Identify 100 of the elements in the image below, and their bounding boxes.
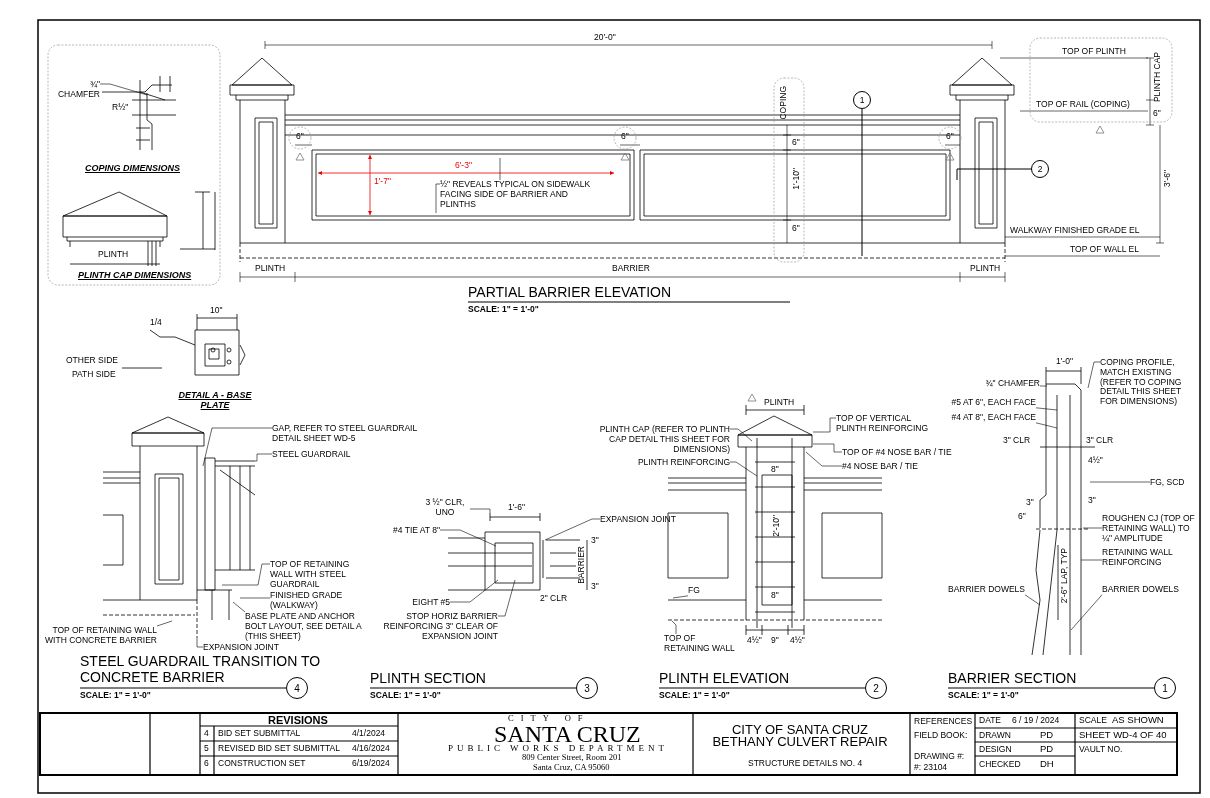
leader-line [544,518,601,541]
field-label: REFERENCES [914,717,973,727]
coping-profile-drawing [101,75,177,151]
address-text: 809 Center Street, Room 201 [522,753,622,763]
revision-date: 4/16/2024 [352,744,390,754]
leader-line [1035,422,1058,429]
side-label: PATH SIDE [72,370,116,380]
callout-text: #4 NOSE BAR / TIE [842,462,942,472]
leader-line [156,620,173,627]
leader-line [1070,594,1103,631]
callout-text: PLINTH CAP (REFER TO PLINTH CAP DETAIL THIS SHEET FOR DIMENSIONS) [585,425,730,455]
detail-number-circle: 2 [865,677,887,699]
leader-line [672,595,689,599]
level-label: TOP OF PLINTH [1062,47,1126,57]
section-cut-line [956,168,1032,181]
callout-text: BASE PLATE AND ANCHOR BOLT LAYOUT, SEE DETAIL A (THIS SHEET) [245,612,365,642]
field-value: PD [1040,744,1054,755]
dimension-text: 3'-6" [1163,170,1173,187]
dimension-text: 6" [621,132,629,142]
field-value: DH [1040,759,1054,770]
callout-text: ¾" CHAMFER [50,80,100,100]
scale-note: SCALE: 1" = 1'-0" [468,305,539,315]
dimension-text: 6" [296,132,304,142]
callout-text: TOP OF RETAINING WALL [664,634,740,654]
department-name: CITY OF [508,714,590,724]
dimension-text: 2" CLR [540,594,568,604]
weld-symbol-text: 1/4 [150,318,162,328]
dimension-text: COPING [779,86,789,120]
revision-description: REVISED BID SET SUBMITTAL [218,744,341,754]
leader-line [1024,594,1041,606]
dimension-text: R½" [112,103,129,113]
dimension-text: 3" [591,536,599,546]
callout-text: TOP OF #4 NOSE BAR / TIE [842,448,977,458]
callout-text: #5 AT 6", EACH FACE [930,398,1036,408]
dimension-text: 6" [1153,109,1161,119]
callout-text: EXPANSION JOINT [203,643,293,653]
field-label: FIELD BOOK: [914,731,968,741]
dimension-text: 8" [771,465,779,475]
leader-line [499,157,501,181]
project-title: CITY OF SANTA CRUZ BETHANY CULVERT REPAIR [711,724,889,748]
field-label: DESIGN [979,745,1012,755]
dimension-text: 6'-3" [455,161,472,171]
field-label: DATE [979,716,1002,726]
table-heading: REVISIONS [268,714,328,727]
revision-date: 4/1/2024 [352,729,386,739]
callout-text: TOP OF RETAINING WALL WITH STEEL GUARDRAIL [270,560,365,590]
leader-line [99,83,148,96]
dimension-text: 10" [210,306,223,316]
leader-line [221,563,271,586]
scale-note: SCALE: 1" = 1'-0" [948,691,1019,701]
dimension-text: 8" [771,591,779,601]
detail-number-circle: 1 [1154,677,1176,699]
field-value: AS SHOWN [1112,715,1164,726]
callout-text: #4 TIE AT 8" [378,526,440,536]
dimension-text: 3" CLR [1003,436,1031,446]
dimension-text: 3" CLR [1086,436,1114,446]
callout-text: 3 ½" CLR, UNO [420,498,470,518]
callout-text: BARRIER DOWELS [945,585,1025,595]
revision-description: CONSTRUCTION SET [218,759,306,769]
drawing-title: PLINTH SECTION [370,670,486,687]
callout-text: ½" REVEALS TYPICAL ON SIDEWALK FACING SIDE OF BARRIER AND PLINTHS [440,180,600,210]
revision-date: 6/19/2024 [352,759,390,769]
sheet-subtitle: STRUCTURE DETAILS NO. 4 [748,759,863,769]
callout-text: FG, SCD [1150,478,1192,488]
dimension-text: 3" [591,582,599,592]
leader-line [435,183,441,214]
detail-title: PLINTH CAP DIMENSIONS [78,270,192,281]
callout-text: FINISHED GRADE (WALKWAY) [270,591,365,611]
leader-line [254,453,273,462]
field-label: CHECKED [979,760,1021,770]
leader-line [196,637,204,648]
callout-text: RETAINING WALL REINFORCING [1102,548,1197,568]
field-value: 6 / 19 / 2024 [1012,716,1060,726]
leader-line [202,427,273,467]
callout-text: EIGHT #5 [400,598,450,608]
revision-number: 5 [204,744,209,754]
detail-title: DETAIL A - BASE PLATE [177,390,253,411]
scale-note: SCALE: 1" = 1'-0" [80,691,151,701]
leader-line [1087,361,1101,389]
leader-line [469,508,491,514]
leader-line [1082,527,1103,529]
revision-number: 4 [204,729,209,739]
leader-line [671,620,677,635]
dimension-text: PLINTH [764,398,795,408]
dimension-text: 1'-6" [508,503,525,513]
field-value: PD [1040,730,1054,741]
sheet-number: SHEET WD-4 OF 40 [1079,730,1167,741]
dimension-text: 1'-7" [374,177,391,187]
leader-line [1089,481,1151,483]
dimension-text: 9" [771,636,779,646]
dimension-text: 4½" [790,636,805,646]
callout-text: ¾" CHAMFER [975,379,1040,389]
leader-line [812,417,837,433]
dimension-text: 3" [1026,498,1034,508]
callout-text: BARRIER DOWELS [1102,585,1192,595]
callout-text: FG [688,586,704,596]
dimension-text: 6" [792,138,800,148]
detail-title: COPING DIMENSIONS [85,163,180,174]
callout-text: ROUGHEN CJ (TOP OF RETAINING WALL) TO ¼" AMPLITUDE [1102,514,1197,544]
leader-line [812,443,843,453]
